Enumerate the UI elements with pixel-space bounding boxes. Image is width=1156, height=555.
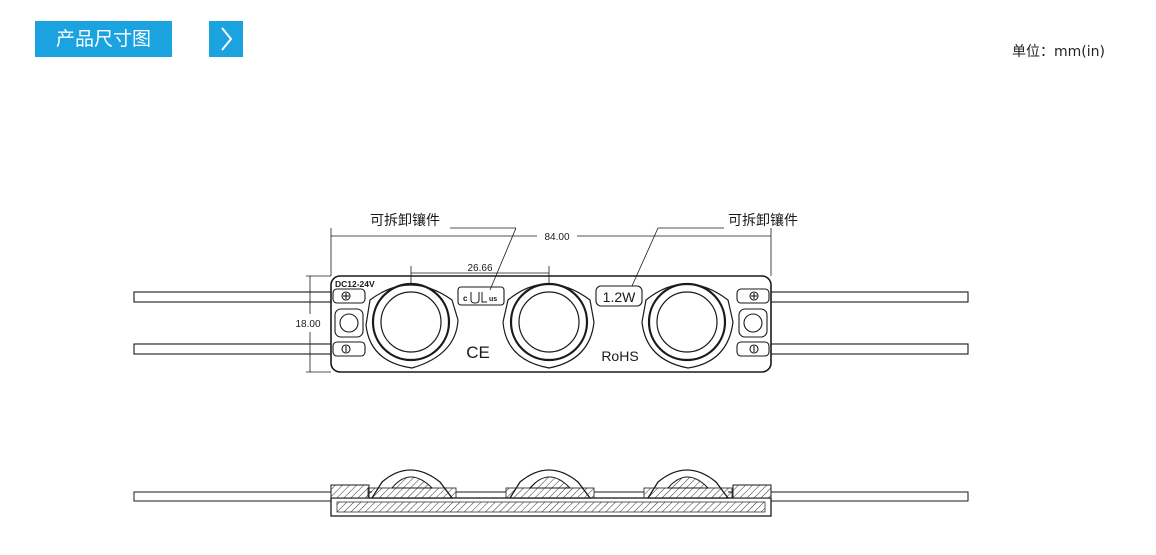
ul-mark-icon [457,286,505,306]
dimension-overall-length-value: 84.00 [544,232,569,243]
power-label: 1.2W [603,289,636,305]
dimension-height-value: 18.00 [295,319,320,330]
ul-mark-symbol [470,292,487,304]
dimension-lens-pitch-value: 26.66 [467,263,492,274]
section-title: 产品尺寸图 [35,21,172,57]
unit-label: 单位：mm(in) [1012,44,1105,60]
power-label-box [595,285,643,307]
callout-leader-right [631,227,724,287]
wire-right-top [764,291,969,303]
side-lens-right [643,469,733,499]
side-lens-left [367,469,457,499]
dimension-height [306,275,331,373]
side-lens-center [505,469,595,499]
chevron-right-icon [209,21,243,57]
mount-hole-right [738,308,768,338]
mount-hole-left [334,308,364,338]
dimension-lens-pitch [410,266,550,284]
side-wire-left [133,491,335,502]
side-wire-right [764,491,969,502]
dimension-overall-length [330,228,772,276]
ul-mark-us: us [489,296,497,303]
side-view [133,469,969,517]
terminal-pad-left-bottom [332,341,366,357]
callout-label-left: 可拆卸镶件 [370,212,440,228]
terminal-pad-right-bottom [736,341,770,357]
ce-mark-icon: CE [466,343,490,362]
rohs-label: RoHS [601,348,638,364]
lens-right [647,282,727,362]
wire-right-bottom [764,343,969,355]
terminal-pad-right-top [736,288,770,304]
voltage-label: DC12-24V [335,279,375,289]
callout-label-right: 可拆卸镶件 [728,212,798,228]
callout-leader-left [450,227,517,291]
ul-mark-c: c [463,294,468,303]
terminal-pad-left-top [332,288,366,304]
wire-left-bottom [133,343,335,355]
wire-left-top [133,291,335,303]
